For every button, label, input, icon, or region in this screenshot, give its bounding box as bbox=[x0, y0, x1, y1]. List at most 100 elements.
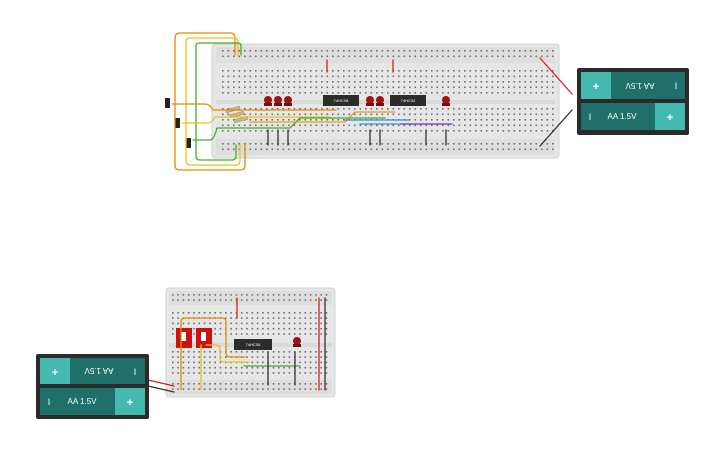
breadboard-hole[interactable] bbox=[403, 55, 406, 58]
breadboard-hole[interactable] bbox=[541, 81, 543, 83]
breadboard-hole[interactable] bbox=[508, 50, 510, 52]
breadboard-hole[interactable] bbox=[214, 351, 216, 353]
breadboard-hole[interactable] bbox=[513, 148, 516, 151]
breadboard-hole[interactable] bbox=[497, 75, 499, 78]
breadboard-hole[interactable] bbox=[299, 333, 301, 335]
breadboard-hole[interactable] bbox=[354, 50, 356, 52]
breadboard-hole[interactable] bbox=[337, 81, 340, 83]
breadboard-hole[interactable] bbox=[309, 356, 312, 358]
breadboard-hole[interactable] bbox=[219, 322, 222, 325]
breadboard-hole[interactable] bbox=[524, 75, 527, 78]
breadboard-hole[interactable] bbox=[249, 124, 252, 127]
breadboard-hole[interactable] bbox=[365, 143, 367, 145]
breadboard-hole[interactable] bbox=[293, 108, 296, 110]
breadboard-hole[interactable] bbox=[480, 55, 483, 58]
top-battery-wire-red[interactable] bbox=[539, 57, 573, 95]
breadboard-hole[interactable] bbox=[249, 70, 252, 72]
breadboard-hole[interactable] bbox=[442, 75, 444, 78]
breadboard-hole[interactable] bbox=[309, 312, 312, 314]
breadboard-hole[interactable] bbox=[502, 119, 505, 121]
breadboard-hole[interactable] bbox=[354, 55, 356, 58]
breadboard-hole[interactable] bbox=[177, 351, 179, 353]
breadboard-hole[interactable] bbox=[359, 75, 362, 78]
breadboard-hole[interactable] bbox=[187, 322, 190, 325]
breadboard-hole[interactable] bbox=[420, 113, 422, 116]
breadboard-hole[interactable] bbox=[293, 294, 296, 296]
breadboard-hole[interactable] bbox=[552, 81, 554, 83]
breadboard-hole[interactable] bbox=[251, 322, 254, 325]
breadboard-hole[interactable] bbox=[288, 108, 290, 110]
breadboard-hole[interactable] bbox=[332, 55, 334, 58]
breadboard-hole[interactable] bbox=[546, 55, 549, 58]
breadboard-hole[interactable] bbox=[251, 351, 254, 353]
breadboard-hole[interactable] bbox=[304, 75, 307, 78]
breadboard-hole[interactable] bbox=[332, 81, 334, 83]
breadboard-hole[interactable] bbox=[315, 130, 318, 132]
breadboard-hole[interactable] bbox=[552, 108, 554, 110]
breadboard-hole[interactable] bbox=[425, 70, 428, 72]
breadboard-hole[interactable] bbox=[177, 322, 179, 325]
breadboard-hole[interactable] bbox=[246, 372, 248, 374]
breadboard-hole[interactable] bbox=[320, 361, 322, 364]
breadboard-hole[interactable] bbox=[480, 86, 483, 89]
breadboard-hole[interactable] bbox=[387, 50, 389, 52]
breadboard-hole[interactable] bbox=[365, 124, 367, 127]
breadboard-hole[interactable] bbox=[491, 92, 494, 94]
breadboard-hole[interactable] bbox=[420, 108, 422, 110]
breadboard-hole[interactable] bbox=[299, 294, 301, 296]
breadboard-hole[interactable] bbox=[469, 86, 472, 89]
breadboard-hole[interactable] bbox=[458, 75, 461, 78]
breadboard-hole[interactable] bbox=[182, 361, 185, 364]
breadboard-hole[interactable] bbox=[447, 124, 450, 127]
breadboard-hole[interactable] bbox=[203, 383, 206, 385]
breadboard-hole[interactable] bbox=[431, 113, 433, 116]
breadboard-hole[interactable] bbox=[260, 124, 263, 127]
breadboard-hole[interactable] bbox=[246, 366, 248, 369]
breadboard-hole[interactable] bbox=[304, 119, 307, 121]
breadboard-hole[interactable] bbox=[497, 124, 499, 127]
breadboard-hole[interactable] bbox=[244, 81, 246, 83]
breadboard-hole[interactable] bbox=[343, 92, 345, 94]
breadboard-hole[interactable] bbox=[315, 327, 317, 330]
breadboard-hole[interactable] bbox=[453, 148, 455, 151]
breadboard-hole[interactable] bbox=[277, 113, 279, 116]
breadboard-hole[interactable] bbox=[262, 299, 264, 301]
breadboard-hole[interactable] bbox=[535, 113, 538, 116]
breadboard-hole[interactable] bbox=[376, 130, 378, 132]
breadboard-hole[interactable] bbox=[283, 366, 285, 369]
breadboard-hole[interactable] bbox=[425, 81, 428, 83]
breadboard-hole[interactable] bbox=[436, 55, 439, 58]
breadboard-hole[interactable] bbox=[370, 70, 373, 72]
breadboard-hole[interactable] bbox=[513, 50, 516, 52]
breadboard-hole[interactable] bbox=[277, 55, 279, 58]
breadboard-hole[interactable] bbox=[299, 361, 301, 364]
breadboard-hole[interactable] bbox=[431, 86, 433, 89]
breadboard-hole[interactable] bbox=[271, 86, 274, 89]
breadboard-hole[interactable] bbox=[244, 75, 246, 78]
breadboard-hole[interactable] bbox=[381, 55, 384, 58]
breadboard-hole[interactable] bbox=[546, 75, 549, 78]
breadboard-hole[interactable] bbox=[348, 130, 351, 132]
breadboard-hole[interactable] bbox=[309, 366, 312, 369]
breadboard-hole[interactable] bbox=[387, 113, 389, 116]
breadboard-hole[interactable] bbox=[414, 92, 417, 94]
breadboard-hole[interactable] bbox=[198, 383, 201, 385]
breadboard-hole[interactable] bbox=[240, 327, 243, 330]
breadboard-hole[interactable] bbox=[469, 108, 472, 110]
breadboard-hole[interactable] bbox=[304, 55, 307, 58]
breadboard-hole[interactable] bbox=[458, 148, 461, 151]
breadboard-hole[interactable] bbox=[304, 108, 307, 110]
breadboard-hole[interactable] bbox=[475, 143, 477, 145]
breadboard-hole[interactable] bbox=[288, 130, 290, 132]
breadboard-hole[interactable] bbox=[172, 317, 174, 319]
breadboard-hole[interactable] bbox=[541, 148, 543, 151]
breadboard-hole[interactable] bbox=[469, 92, 472, 94]
breadboard-hole[interactable] bbox=[497, 130, 499, 132]
breadboard-hole[interactable] bbox=[376, 143, 378, 145]
breadboard-hole[interactable] bbox=[359, 124, 362, 127]
breadboard-hole[interactable] bbox=[431, 50, 433, 52]
breadboard-hole[interactable] bbox=[326, 50, 329, 52]
breadboard-hole[interactable] bbox=[348, 108, 351, 110]
breadboard-hole[interactable] bbox=[172, 322, 174, 325]
breadboard-hole[interactable] bbox=[282, 113, 285, 116]
